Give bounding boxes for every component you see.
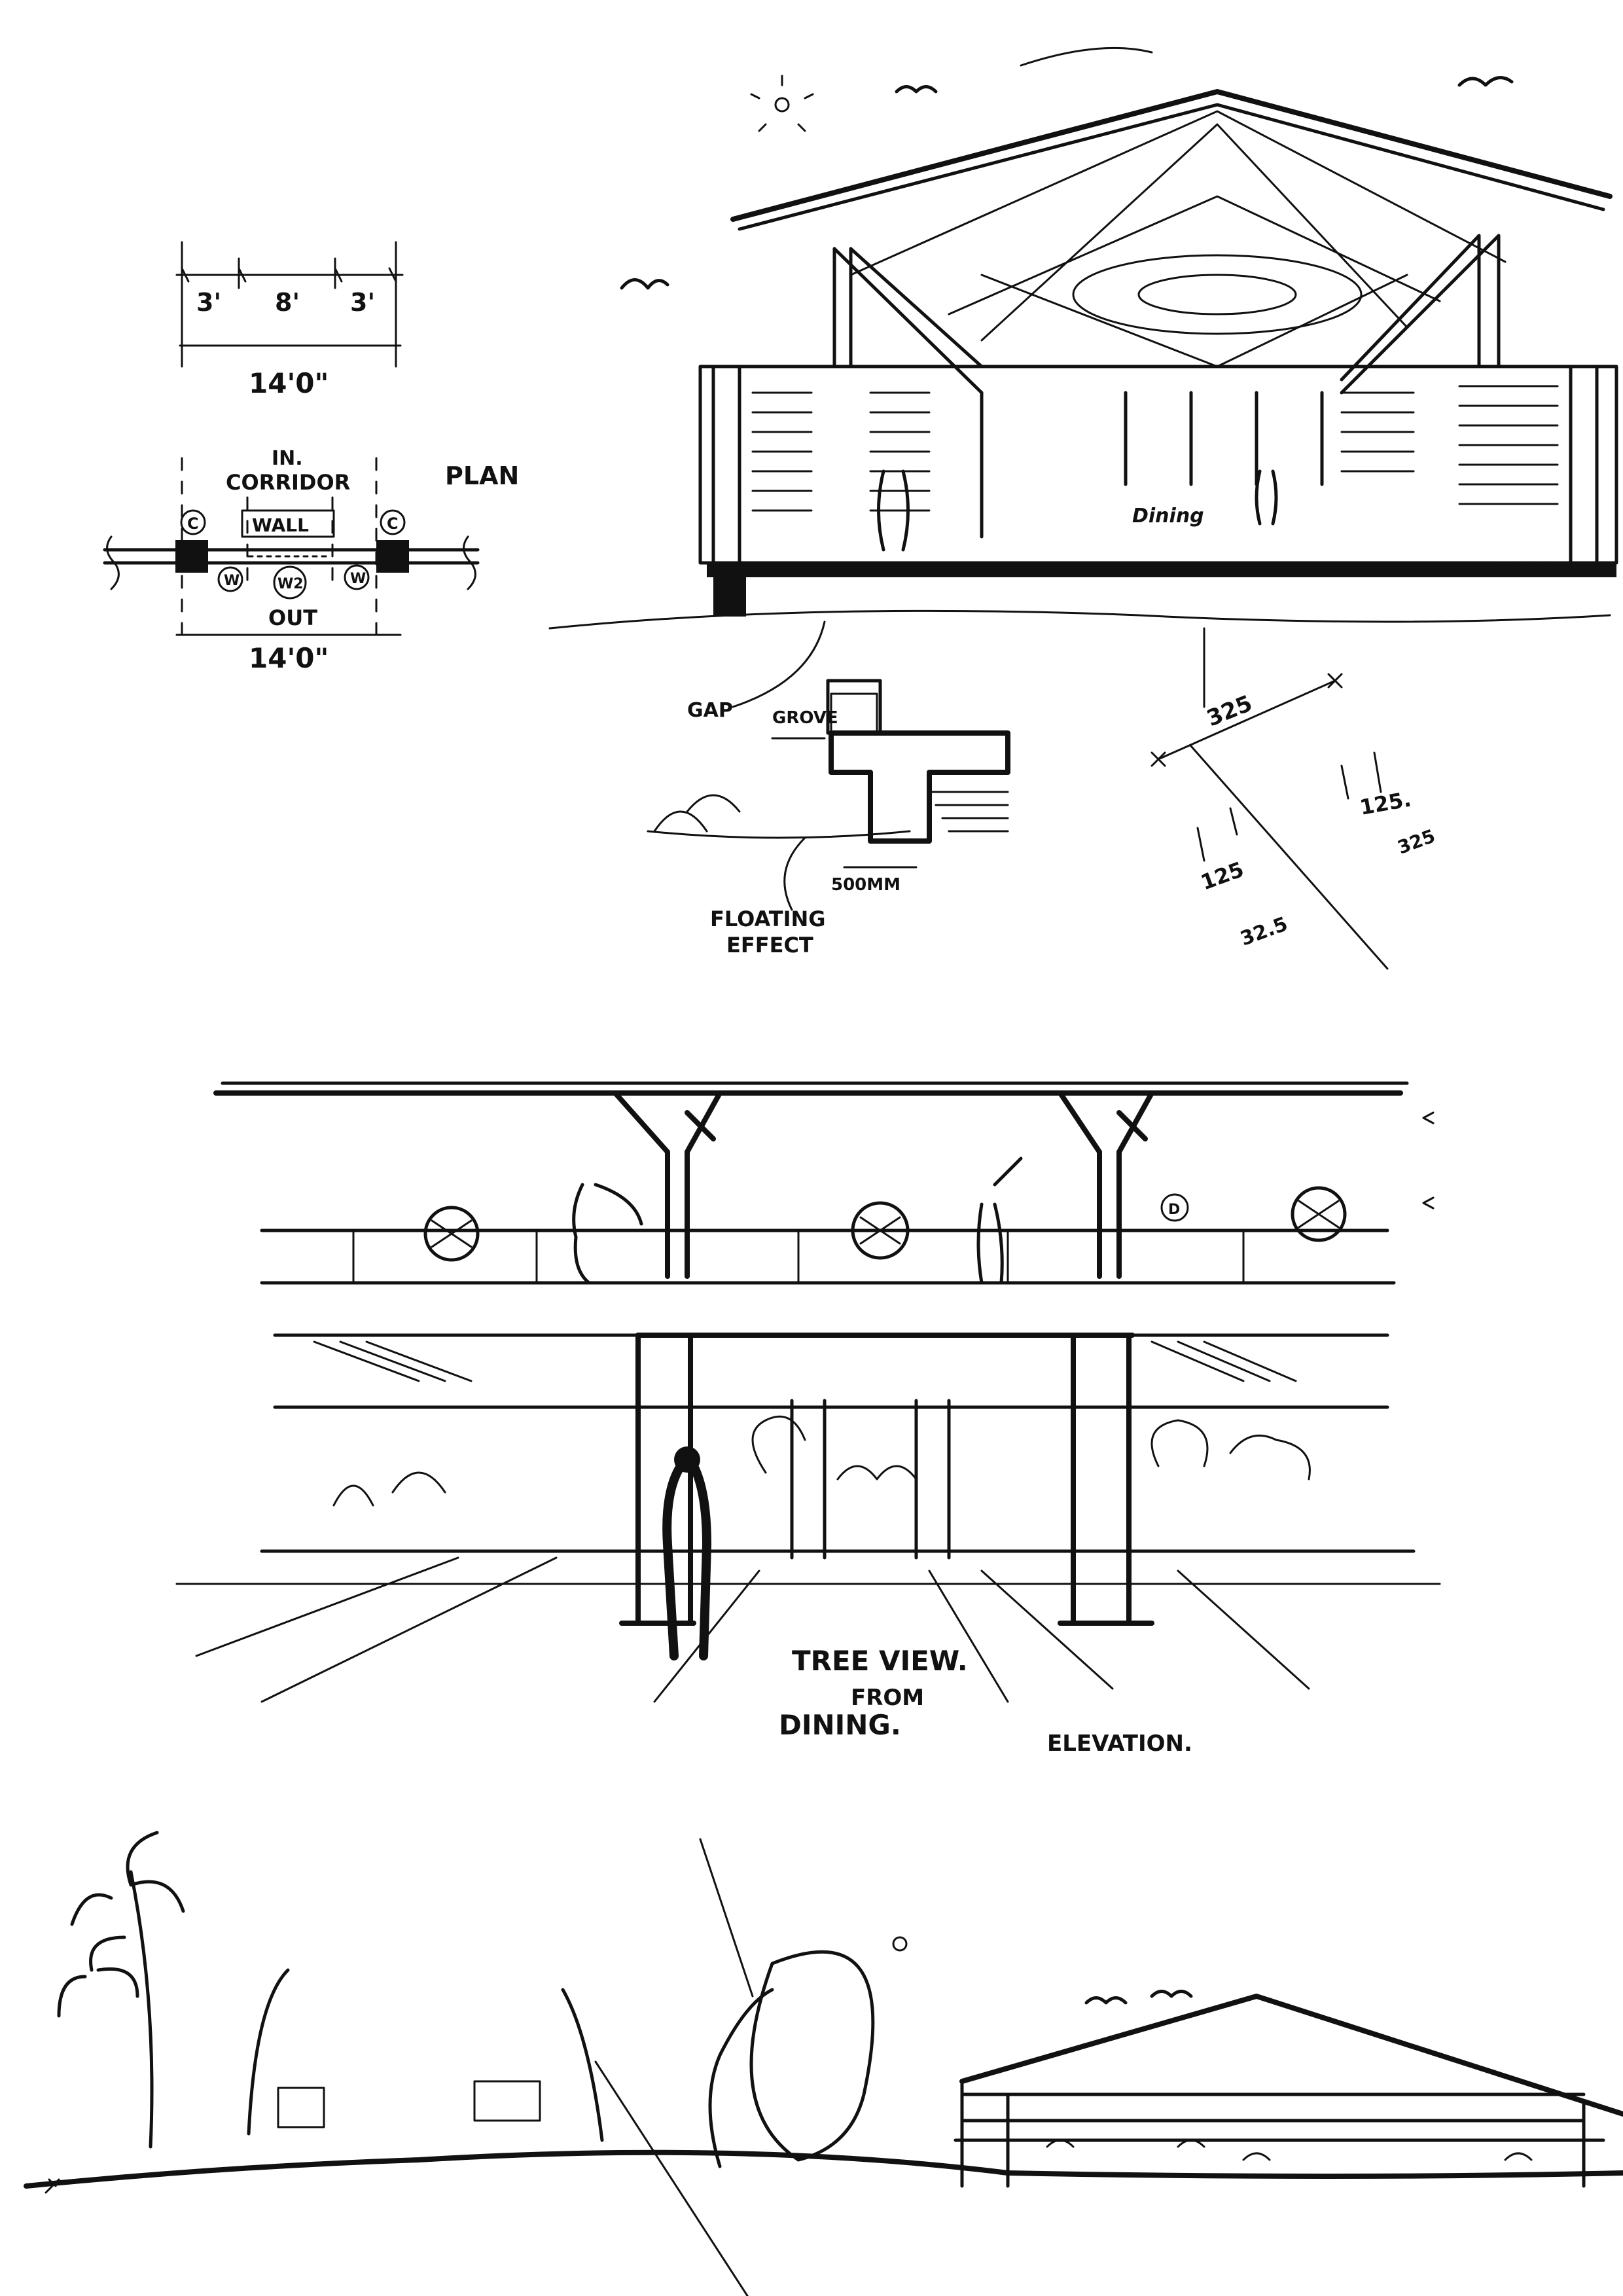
plan-marker-w-left: W <box>224 573 240 589</box>
plan-dim-total-bottom: 14'0" <box>249 642 329 674</box>
plan-label-wall: WALL <box>252 514 309 536</box>
plan-dim-8ft: 8' <box>275 288 300 317</box>
dining-hall-perspective: Dining Dinakar 2021 <box>548 46 1618 630</box>
site-section <box>24 1831 1623 2296</box>
plan-label-in: IN. <box>272 447 303 470</box>
calc-325-bottom: 32.5 <box>1238 912 1291 950</box>
plan-dim-3ft-right: 3' <box>350 288 375 317</box>
elevation-caption-line3: DINING. <box>779 1709 901 1741</box>
plan-label-corridor: CORRIDOR <box>226 470 350 495</box>
perspective-signature: Dinakar 2021 <box>1492 564 1601 580</box>
elevation-marker-d: D <box>1168 1202 1180 1218</box>
calculation-notes: 325 125. 325 125 32.5 <box>1150 627 1438 970</box>
calc-125-left: 125 <box>1198 857 1247 895</box>
elevation-label: ELEVATION. <box>1047 1731 1192 1757</box>
calc-125-right: 125. <box>1358 787 1413 820</box>
detail-label-effect: EFFECT <box>726 933 813 958</box>
detail-label-gap: GAP <box>687 699 733 722</box>
tree-view-elevation: D TREE VIEW. FROM DINING. ELEVATION. <box>175 1081 1441 1757</box>
plan-marker-c-left: C <box>187 514 199 533</box>
detail-dim-500mm: 500MM <box>831 875 901 895</box>
elevation-caption-line1: TREE VIEW. <box>792 1645 968 1677</box>
plan-label-out: OUT <box>268 605 317 630</box>
plan-label-plan: PLAN <box>445 461 519 490</box>
perspective-label-dining: Dining <box>1132 505 1204 528</box>
floating-floor-detail: GAP GROVE 500MM FLOATING EFFECT <box>647 620 1010 958</box>
calc-325-top: 325 <box>1203 691 1256 732</box>
plan-dim-3ft-left: 3' <box>196 288 221 317</box>
plan-dim-total-top: 14'0" <box>249 367 329 399</box>
plan-marker-w2: W2 <box>277 576 304 592</box>
plan-marker-c-right: C <box>387 514 399 533</box>
detail-label-floating: FLOATING <box>710 906 826 931</box>
corridor-plan: 3' 8' 3' 14'0" IN. CORRIDOR PLAN WALL C … <box>103 241 519 674</box>
detail-label-grove: GROVE <box>772 708 838 728</box>
elevation-caption-line2: FROM <box>851 1685 924 1711</box>
plan-marker-w-right: W <box>350 571 366 587</box>
calc-325-right: 325 <box>1395 825 1438 859</box>
